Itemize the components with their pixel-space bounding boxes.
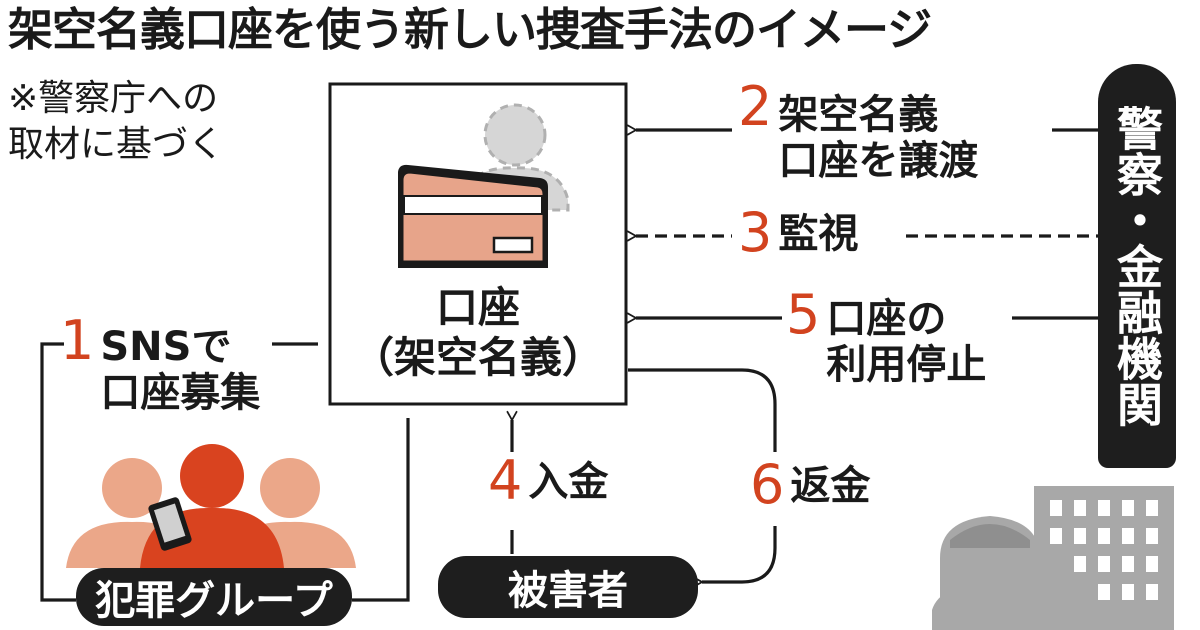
step-6-number: 6 [750,453,785,516]
account-label-group: 口座 （架空名義） [328,283,628,383]
step-4-text: 入金 [528,459,609,505]
police-finance-pill: 警察・金融機関 [1098,64,1176,468]
step-2-number: 2 [738,75,773,138]
step-2-text: 架空名義 口座を譲渡 [778,92,979,184]
building-icon [1034,486,1174,630]
step-1-text: SNSで 口座募集 [100,324,261,416]
step-3-number: 3 [738,201,773,264]
step-6-text: 返金 [790,463,871,509]
step-1-number: 1 [60,309,95,372]
smartphone-icon [148,497,192,551]
crowd-icon [66,444,356,568]
arrow-step-1 [40,342,410,602]
diagram-title: 架空名義口座を使う新しい捜査手法のイメージ [8,3,932,56]
source-note: ※警察庁への 取材に基づく [8,78,225,165]
passbook-icon [398,164,548,268]
police-officer-icon [932,516,1048,630]
step-3-text: 監視 [778,211,859,257]
step-4-number: 4 [488,449,523,512]
step-5-number: 5 [786,283,821,346]
arrow-step-6 [628,368,777,582]
victim-pill: 被害者 [438,556,698,618]
account-label: 口座 [435,283,520,332]
account-sublabel: （架空名義） [351,333,604,382]
step-5-text: 口座の 利用停止 [826,296,987,388]
criminal-group-pill: 犯罪グループ [76,568,352,626]
